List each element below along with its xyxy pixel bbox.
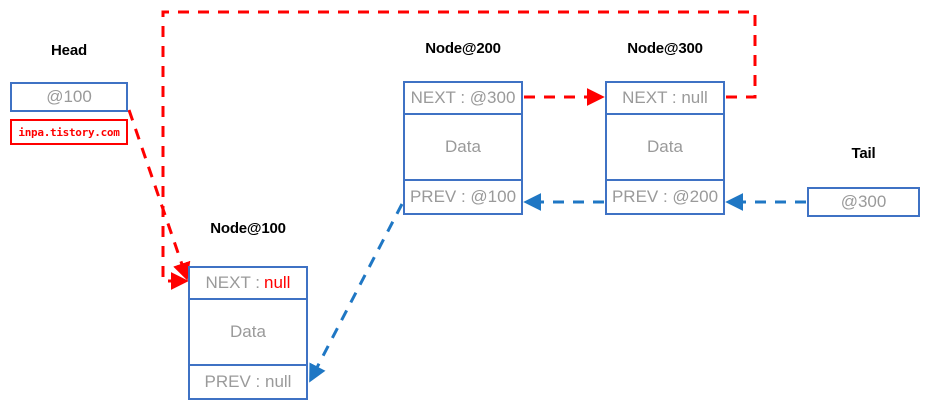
node100-data-cell: Data: [190, 300, 306, 366]
node100-next-cell: NEXT : null: [190, 268, 306, 300]
node-200: NEXT : @300 Data PREV : @100: [403, 81, 523, 215]
node100-caption: Node@100: [210, 220, 286, 237]
node300-data-cell: Data: [607, 115, 723, 181]
node-300: NEXT : null Data PREV : @200: [605, 81, 725, 215]
node100-next-value: null: [264, 273, 291, 292]
node200-caption: Node@200: [425, 40, 501, 57]
node300-prev-cell: PREV : @200: [611, 187, 719, 206]
tail-caption: Tail: [851, 145, 876, 162]
head-pointer-value: @100: [46, 87, 92, 106]
node100-prev-cell: PREV : null: [204, 372, 292, 391]
tail-pointer-value: @300: [840, 192, 887, 211]
link-node200-prev-to-node100: [308, 203, 404, 383]
node200-prev-cell: PREV : @100: [409, 187, 517, 206]
node200-data-cell: Data: [405, 115, 521, 181]
node-100: NEXT : null Data PREV : null: [188, 266, 308, 400]
node200-next-cell: NEXT : @300: [405, 83, 521, 115]
tail-pointer-box: @300: [807, 187, 920, 217]
head-caption: Head: [51, 42, 87, 59]
node100-next-label: NEXT :: [205, 273, 260, 292]
link-head-to-node100: [127, 109, 191, 281]
site-watermark: inpa.tistory.com: [10, 119, 128, 145]
node300-caption: Node@300: [627, 40, 703, 57]
head-pointer-box: @100: [10, 82, 128, 112]
node300-next-cell: NEXT : null: [607, 83, 723, 115]
